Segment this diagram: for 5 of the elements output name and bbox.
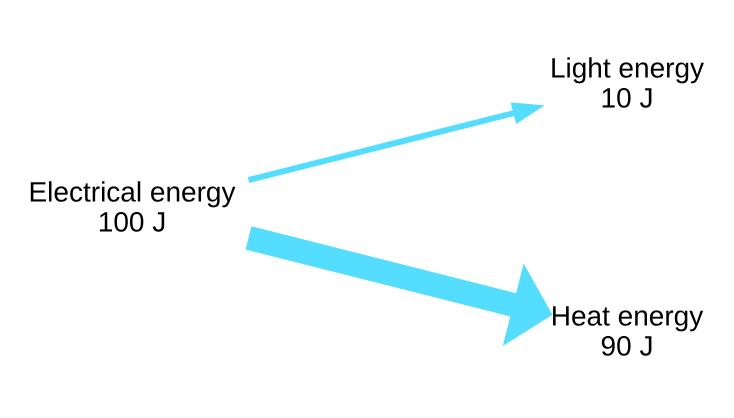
node-text: Electrical energy 100 J — [28, 176, 236, 238]
arrow — [248, 102, 544, 183]
arrow — [246, 226, 553, 346]
node-text: Light energy 10 J — [550, 52, 704, 114]
node-text: Heat energy 90 J — [550, 300, 704, 362]
